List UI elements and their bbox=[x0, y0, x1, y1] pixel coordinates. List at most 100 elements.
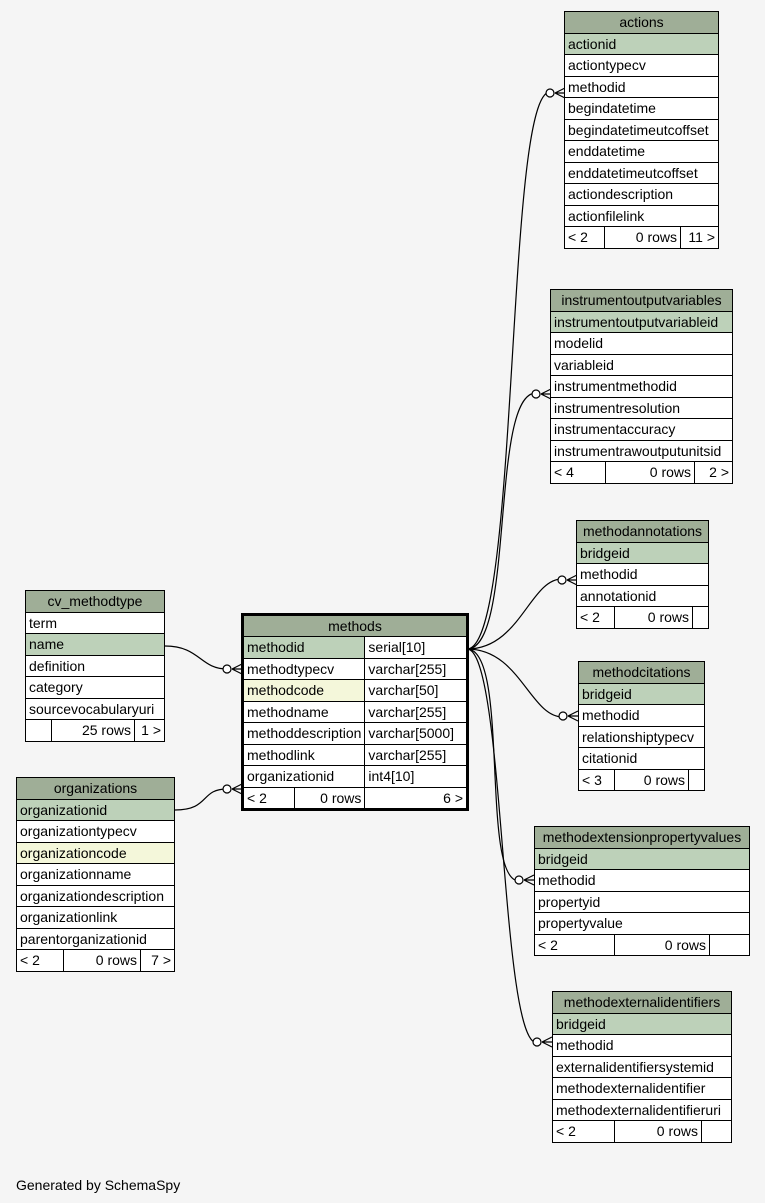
edge-methods-extids bbox=[466, 648, 538, 1044]
edge-methods-annotations bbox=[466, 578, 563, 650]
column-methodid: methodid bbox=[576, 563, 709, 586]
column-type: varchar[255] bbox=[364, 657, 468, 680]
column-category: category bbox=[25, 676, 165, 699]
children-link bbox=[692, 606, 709, 629]
edge-methods-iov bbox=[466, 392, 537, 650]
table-instrumentoutputvariables[interactable]: instrumentoutputvariables instrumentoutp… bbox=[550, 289, 733, 484]
parents-link[interactable]: < 2 bbox=[552, 1120, 615, 1143]
table-methods[interactable]: methods methodid serial[10] methodtypecv… bbox=[241, 613, 469, 811]
edge-methodtype-methods bbox=[164, 645, 228, 670]
table-methodexternalidentifiers[interactable]: methodexternalidentifiers bridgeid metho… bbox=[552, 991, 732, 1143]
edge-methods-actions bbox=[466, 91, 551, 650]
column-methodid: methodid bbox=[241, 636, 366, 659]
column-organizationdescription: organizationdescription bbox=[16, 884, 175, 907]
column-annotationid: annotationid bbox=[576, 584, 709, 607]
table-title[interactable]: cv_methodtype bbox=[25, 590, 165, 613]
parents-link[interactable]: < 2 bbox=[241, 786, 296, 810]
column-actiontypecv: actiontypecv bbox=[564, 54, 719, 77]
parents-link bbox=[25, 719, 52, 742]
column-organizationcode: organizationcode bbox=[16, 841, 175, 864]
table-title[interactable]: methodextensionpropertyvalues bbox=[534, 826, 750, 849]
column-organizationtypecv: organizationtypecv bbox=[16, 820, 175, 843]
parents-link[interactable]: < 2 bbox=[564, 226, 605, 249]
column-organizationname: organizationname bbox=[16, 863, 175, 886]
column-methodexternalidentifieruri: methodexternalidentifieruri bbox=[552, 1098, 732, 1121]
column-type: int4[10] bbox=[364, 765, 468, 788]
children-link bbox=[701, 1120, 732, 1143]
children-link[interactable]: 2 > bbox=[694, 461, 733, 484]
table-cv-methodtype[interactable]: cv_methodtype term name definition categ… bbox=[25, 590, 165, 742]
children-link bbox=[688, 768, 705, 791]
column-type: varchar[50] bbox=[364, 679, 468, 702]
children-link[interactable]: 11 > bbox=[680, 226, 719, 249]
column-methodid: methodid bbox=[534, 869, 750, 892]
parents-link[interactable]: < 2 bbox=[534, 933, 615, 956]
column-instrumentmethodid: instrumentmethodid bbox=[550, 375, 733, 398]
table-methodextensionpropertyvalues[interactable]: methodextensionpropertyvalues bridgeid m… bbox=[534, 826, 750, 956]
table-title[interactable]: methods bbox=[242, 614, 468, 637]
column-instrumentrawoutputunitsid: instrumentrawoutputunitsid bbox=[550, 439, 733, 462]
parents-link[interactable]: < 2 bbox=[16, 949, 64, 972]
children-link[interactable]: 6 > bbox=[364, 786, 468, 810]
children-link[interactable]: 7 > bbox=[140, 949, 175, 972]
column-bridgeid: bridgeid bbox=[534, 847, 750, 870]
column-begindatetimeutcoffset: begindatetimeutcoffset bbox=[564, 118, 719, 141]
column-instrumentaccuracy: instrumentaccuracy bbox=[550, 418, 733, 441]
column-bridgeid: bridgeid bbox=[552, 1012, 732, 1035]
column-propertyid: propertyid bbox=[534, 890, 750, 913]
column-methodid: methodid bbox=[564, 75, 719, 98]
column-modelid: modelid bbox=[550, 332, 733, 355]
parents-link[interactable]: < 4 bbox=[550, 461, 606, 484]
table-methodcitations[interactable]: methodcitations bridgeid methodid relati… bbox=[578, 661, 705, 791]
column-name: name bbox=[25, 633, 165, 656]
row-count: 0 rows bbox=[605, 461, 695, 484]
table-title[interactable]: organizations bbox=[16, 777, 175, 800]
row-count: 0 rows bbox=[614, 768, 689, 791]
row-count: 0 rows bbox=[614, 1120, 702, 1143]
column-organizationid: organizationid bbox=[241, 765, 366, 788]
column-begindatetime: begindatetime bbox=[564, 97, 719, 120]
column-methodtypecv: methodtypecv bbox=[241, 657, 366, 680]
parents-link[interactable]: < 3 bbox=[578, 768, 615, 791]
column-methodlink: methodlink bbox=[241, 743, 366, 766]
column-organizationid: organizationid bbox=[16, 798, 175, 821]
column-methodid: methodid bbox=[578, 704, 705, 727]
children-link[interactable]: 1 > bbox=[134, 719, 165, 742]
column-bridgeid: bridgeid bbox=[576, 541, 709, 564]
column-type: varchar[255] bbox=[364, 743, 468, 766]
row-count: 0 rows bbox=[604, 226, 681, 249]
parents-link[interactable]: < 2 bbox=[576, 606, 615, 629]
column-externalidentifiersystemid: externalidentifiersystemid bbox=[552, 1055, 732, 1078]
table-title[interactable]: actions bbox=[564, 11, 719, 34]
column-methodid: methodid bbox=[552, 1034, 732, 1057]
table-title[interactable]: methodcitations bbox=[578, 661, 705, 684]
table-title[interactable]: methodexternalidentifiers bbox=[552, 991, 732, 1014]
column-organizationlink: organizationlink bbox=[16, 906, 175, 929]
table-organizations[interactable]: organizations organizationid organizatio… bbox=[16, 777, 175, 972]
column-bridgeid: bridgeid bbox=[578, 682, 705, 705]
row-count: 25 rows bbox=[51, 719, 135, 742]
table-methodannotations[interactable]: methodannotations bridgeid methodid anno… bbox=[576, 520, 709, 629]
column-methodexternalidentifier: methodexternalidentifier bbox=[552, 1077, 732, 1100]
column-type: serial[10] bbox=[364, 636, 468, 659]
column-propertyvalue: propertyvalue bbox=[534, 912, 750, 935]
row-count: 0 rows bbox=[614, 606, 693, 629]
column-methoddescription: methoddescription bbox=[241, 722, 366, 745]
column-type: varchar[255] bbox=[364, 700, 468, 723]
edge-methods-extprops bbox=[466, 648, 520, 882]
column-enddatetimeutcoffset: enddatetimeutcoffset bbox=[564, 161, 719, 184]
edge-orgs-methods bbox=[174, 788, 228, 811]
column-definition: definition bbox=[25, 654, 165, 677]
table-title[interactable]: methodannotations bbox=[576, 520, 709, 543]
table-actions[interactable]: actions actionid actiontypecv methodid b… bbox=[564, 11, 719, 249]
edge-methods-citations bbox=[466, 648, 564, 718]
column-instrumentresolution: instrumentresolution bbox=[550, 396, 733, 419]
generated-by-note: Generated by SchemaSpy bbox=[16, 1177, 181, 1193]
children-link bbox=[709, 933, 750, 956]
column-actiondescription: actiondescription bbox=[564, 183, 719, 206]
column-citationid: citationid bbox=[578, 747, 705, 770]
column-actionid: actionid bbox=[564, 32, 719, 55]
column-variableid: variableid bbox=[550, 353, 733, 376]
table-title[interactable]: instrumentoutputvariables bbox=[550, 289, 733, 312]
